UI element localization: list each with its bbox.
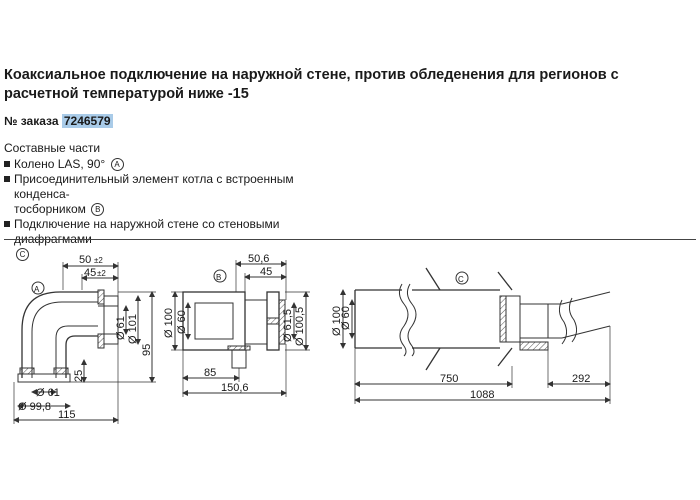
- order-number-line: № заказа 7246579: [4, 114, 113, 128]
- list-item: Присоединительный элемент котла с встрое…: [4, 172, 349, 217]
- dim-45-tol: ±2: [97, 269, 106, 278]
- elbow-drawing-a: [13, 262, 156, 424]
- part-text: Колено LAS, 90°: [14, 157, 106, 171]
- square-bullet-icon: [4, 176, 10, 182]
- dim-50: 50: [79, 254, 91, 266]
- marker-a-label: A: [34, 285, 40, 294]
- dim-d100-c: Ø 100: [331, 306, 343, 336]
- page-title: Коаксиальное подключение на наружной сте…: [4, 67, 619, 102]
- square-bullet-icon: [4, 161, 10, 167]
- elbow-dimensions-a: A 50 ±2 45 ±2 Ø 61 Ø 101 95 25 Ø 61 Ø 99…: [18, 254, 153, 421]
- square-bullet-icon: [4, 221, 10, 227]
- dim-50-6: 50,6: [248, 253, 269, 265]
- dim-d61: Ø 61: [115, 316, 127, 340]
- dim-85: 85: [204, 367, 216, 379]
- dim-150-6: 150,6: [221, 382, 249, 394]
- order-label: № заказа: [4, 114, 59, 128]
- dim-45-b: 45: [260, 266, 272, 278]
- parts-heading: Составные части: [4, 141, 101, 155]
- dim-d61-bottom: Ø 61: [36, 387, 60, 399]
- dim-d101: Ø 101: [127, 314, 139, 344]
- dim-95: 95: [141, 344, 153, 356]
- wall-terminal-drawing-c: [340, 267, 611, 404]
- dim-d99-8: Ø 99,8: [18, 401, 51, 413]
- dim-d61-5: Ø 61,5: [282, 309, 294, 342]
- part-text-continued: тосборником: [14, 202, 86, 216]
- dim-d100-5: Ø 100,5: [294, 307, 306, 346]
- marker-b-label: B: [216, 273, 221, 282]
- dim-45: 45: [84, 267, 96, 279]
- marker-circle-icon: C: [16, 248, 29, 261]
- dim-292: 292: [572, 373, 590, 385]
- dim-d60-b: Ø 60: [176, 310, 188, 334]
- dim-1088: 1088: [470, 389, 494, 401]
- dim-750: 750: [440, 373, 458, 385]
- order-number[interactable]: 7246579: [61, 114, 113, 128]
- dim-25: 25: [73, 370, 85, 382]
- dim-115: 115: [58, 409, 76, 421]
- marker-circle-icon: B: [91, 203, 105, 216]
- dim-50-tol: ±2: [94, 256, 103, 265]
- wall-terminal-dimensions-c: C Ø 100 Ø 60 750 292 1088: [331, 275, 590, 401]
- marker-circle-icon: A: [110, 158, 124, 171]
- part-text: Присоединительный элемент котла с встрое…: [14, 172, 294, 201]
- list-item: Колено LAS, 90° A: [4, 157, 349, 172]
- marker-c-label: C: [458, 275, 464, 284]
- dim-d100-b: Ø 100: [163, 308, 175, 338]
- boiler-connector-drawing-b: [171, 260, 310, 397]
- boiler-connector-dimensions-b: B 50,6 45 Ø 100 Ø 60 Ø 61,5 Ø 100,5 85 1…: [163, 253, 306, 394]
- section-divider: [4, 239, 696, 240]
- dim-d60-c: Ø 60: [340, 306, 352, 330]
